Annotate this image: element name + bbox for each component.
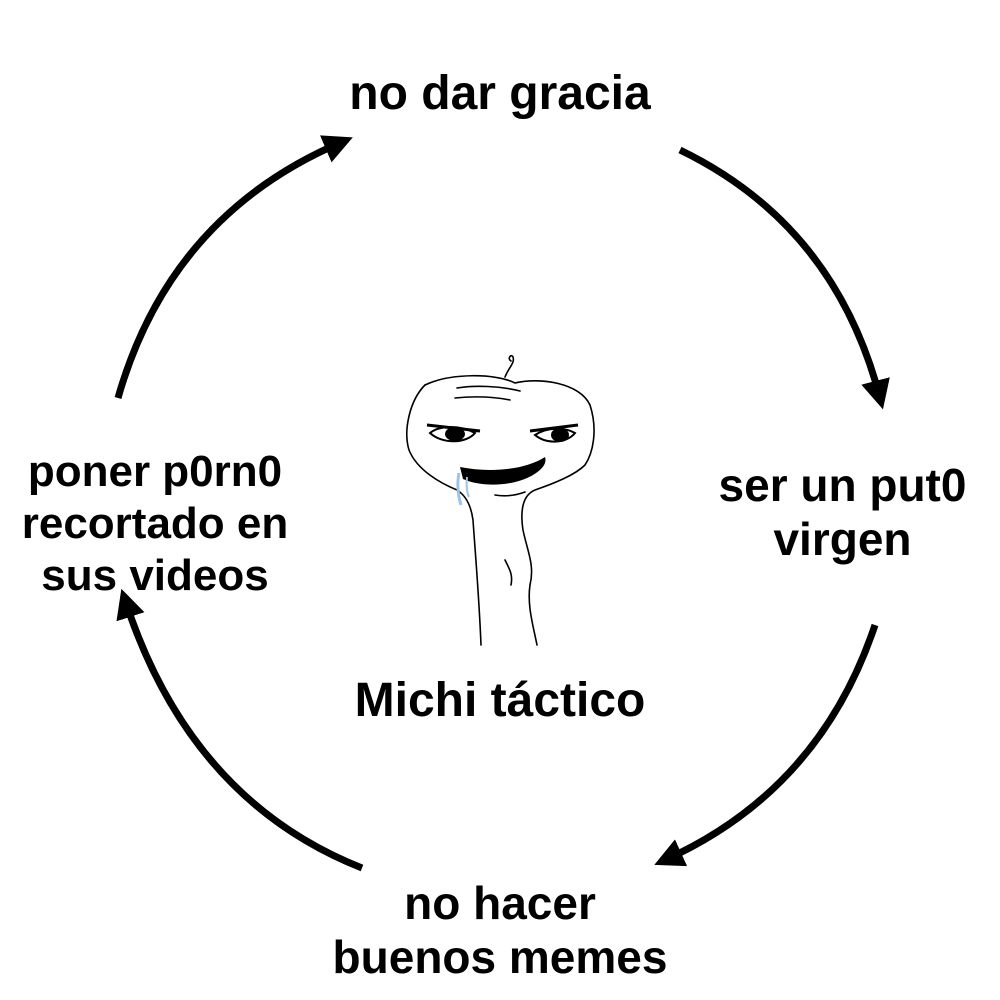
node-right-label: ser un put0 virgen xyxy=(690,458,995,566)
arrow-left-to-top xyxy=(114,135,353,399)
node-bottom-line-2: buenos memes xyxy=(332,931,668,983)
node-right-line-1: ser un put0 xyxy=(718,459,967,511)
node-left-line-1: poner p0rn0 xyxy=(27,447,283,496)
node-left-label: poner p0rn0 recortado en sus videos xyxy=(0,446,310,602)
arrow-right-to-bottom xyxy=(654,623,879,867)
node-top-label: no dar gracia xyxy=(250,67,750,121)
wojak-brainlet-drawing-icon xyxy=(406,354,595,646)
node-left-line-2: recortado en xyxy=(21,499,289,548)
node-bottom-label: no hacer buenos memes xyxy=(300,876,700,984)
arrow-bottom-to-left xyxy=(116,588,364,872)
node-bottom-line-1: no hacer xyxy=(404,877,596,929)
node-right-line-2: virgen xyxy=(773,513,912,565)
node-left-line-3: sus videos xyxy=(41,551,269,600)
node-top-line-1: no dar gracia xyxy=(349,67,651,120)
center-caption: Michi táctico xyxy=(354,674,646,727)
arrow-top-to-right xyxy=(678,146,890,410)
